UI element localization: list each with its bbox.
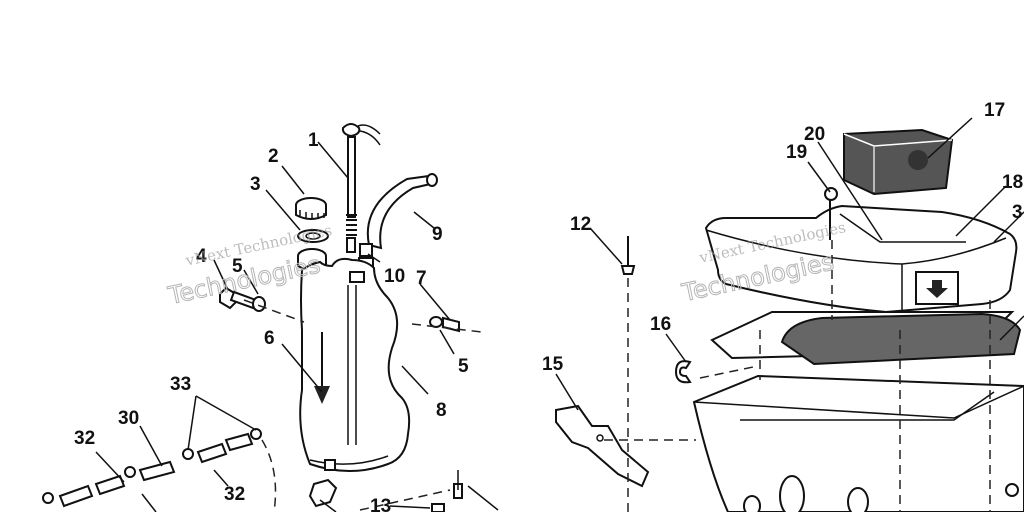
hose-fitting — [429, 316, 460, 333]
callout-2: 2 — [268, 146, 279, 167]
callout-10: 10 — [384, 266, 405, 287]
air-box-base — [692, 374, 1024, 512]
retaining-clip — [674, 360, 692, 384]
callout-3: 3 — [250, 174, 261, 195]
callout-13: 13 — [370, 496, 391, 512]
filter-gasket — [710, 311, 1022, 366]
oil-tank — [299, 257, 411, 472]
cover-screw — [620, 236, 636, 275]
callout-30: 30 — [118, 408, 139, 429]
leader-lines — [95, 117, 1024, 512]
callout-1: 1 — [308, 130, 319, 151]
fuel-line — [42, 428, 262, 508]
oil-tank-assembly — [42, 123, 483, 512]
cap-gasket — [297, 229, 329, 243]
air-box-assembly — [555, 128, 1024, 512]
mounting-bracket — [555, 404, 650, 488]
callout-19: 19 — [786, 142, 807, 163]
callout-9: 9 — [432, 224, 443, 245]
callout-3-edge: 3 — [1012, 202, 1023, 223]
filter-element — [843, 128, 954, 196]
callout-16: 16 — [650, 314, 671, 335]
callout-17: 17 — [984, 100, 1005, 121]
mounting-bolt — [219, 286, 266, 312]
callout-12: 12 — [570, 214, 591, 235]
air-box-cover — [704, 187, 1018, 320]
callout-5-right: 5 — [458, 356, 469, 377]
callout-numbers: 1 2 3 4 5 6 7 8 9 10 5 12 13 15 16 17 18… — [74, 100, 1023, 512]
callout-8: 8 — [436, 400, 447, 421]
callout-15: 15 — [542, 354, 564, 375]
callout-32-right: 32 — [224, 484, 245, 505]
oil-cap — [295, 197, 327, 220]
callout-33: 33 — [170, 374, 191, 395]
callout-4: 4 — [196, 246, 207, 267]
callout-32-left: 32 — [74, 428, 95, 449]
vent-hose — [358, 173, 438, 267]
callout-7: 7 — [416, 268, 427, 289]
callout-20: 20 — [804, 124, 825, 145]
callout-6: 6 — [264, 328, 275, 349]
callout-18: 18 — [1002, 172, 1023, 193]
callout-5-left: 5 — [232, 256, 243, 277]
